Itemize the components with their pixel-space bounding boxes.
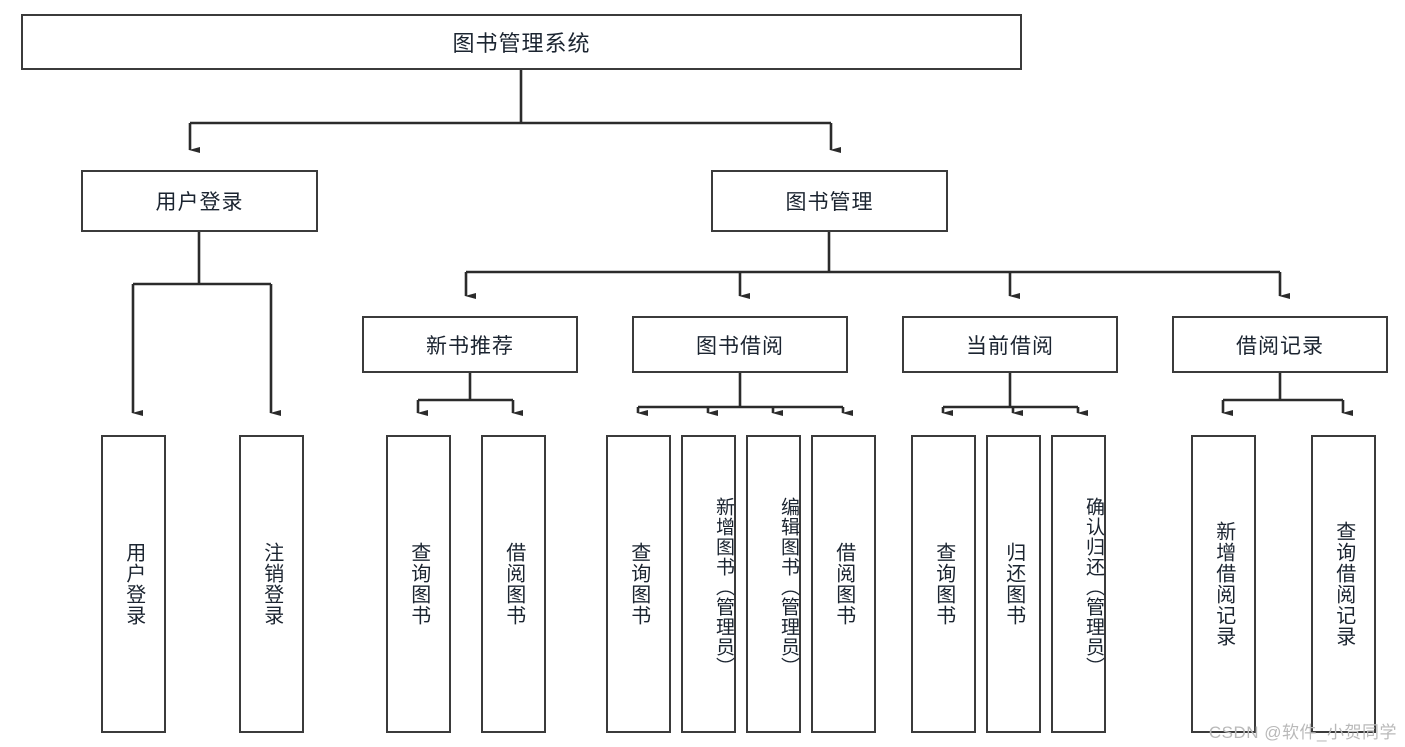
node-label: 查询图书 [407,542,430,626]
leaf-return-book[interactable]: 归还图书 [986,435,1041,733]
node-label: 用户登录 [122,542,145,626]
node-label: 查询图书 [627,542,650,626]
node-label: 图书管理 [785,191,874,214]
node-label: 图书借阅 [696,334,784,358]
leaf-add-borrow-record[interactable]: 新增借阅记录 [1191,435,1256,733]
leaf-add-book-admin[interactable]: 新增图书（管理员） [681,435,736,733]
leaf-query-book-borrow[interactable]: 查询图书 [606,435,671,733]
leaf-edit-book-admin[interactable]: 编辑图书（管理员） [746,435,801,733]
leaf-user-login[interactable]: 用户登录 [101,435,166,733]
node-label: 查询借阅记录 [1332,521,1355,647]
node-label: 编辑图书（管理员） [778,497,799,677]
leaf-borrow-book-recommend[interactable]: 借阅图书 [481,435,546,733]
leaf-query-book-recommend[interactable]: 查询图书 [386,435,451,733]
node-current-borrow[interactable]: 当前借阅 [902,316,1118,373]
node-label: 图书管理系统 [452,31,591,56]
node-label: 新增借阅记录 [1212,521,1235,647]
node-label: 注销登录 [260,542,283,626]
leaf-logout-login[interactable]: 注销登录 [239,435,304,733]
node-user-login[interactable]: 用户登录 [81,170,318,232]
node-book-borrow[interactable]: 图书借阅 [632,316,848,373]
node-borrow-record[interactable]: 借阅记录 [1172,316,1388,373]
node-label: 借阅图书 [832,542,855,626]
node-label: 新增图书（管理员） [713,497,734,677]
leaf-query-borrow-record[interactable]: 查询借阅记录 [1311,435,1376,733]
leaf-confirm-return-admin[interactable]: 确认归还（管理员） [1051,435,1106,733]
node-label: 借阅记录 [1236,334,1324,358]
node-label: 新书推荐 [426,334,514,358]
node-label: 用户登录 [155,191,244,214]
watermark: CSDN @软件_小贺同学 [1208,723,1397,742]
node-root-system[interactable]: 图书管理系统 [21,14,1022,70]
node-label: 归还图书 [1002,542,1025,626]
leaf-borrow-book[interactable]: 借阅图书 [811,435,876,733]
node-label: 借阅图书 [502,542,525,626]
node-label: 确认归还（管理员） [1083,497,1104,677]
leaf-query-book-current[interactable]: 查询图书 [911,435,976,733]
node-label: 查询图书 [932,542,955,626]
node-label: 当前借阅 [966,334,1054,358]
node-new-book-recommend[interactable]: 新书推荐 [362,316,578,373]
node-book-management[interactable]: 图书管理 [711,170,948,232]
